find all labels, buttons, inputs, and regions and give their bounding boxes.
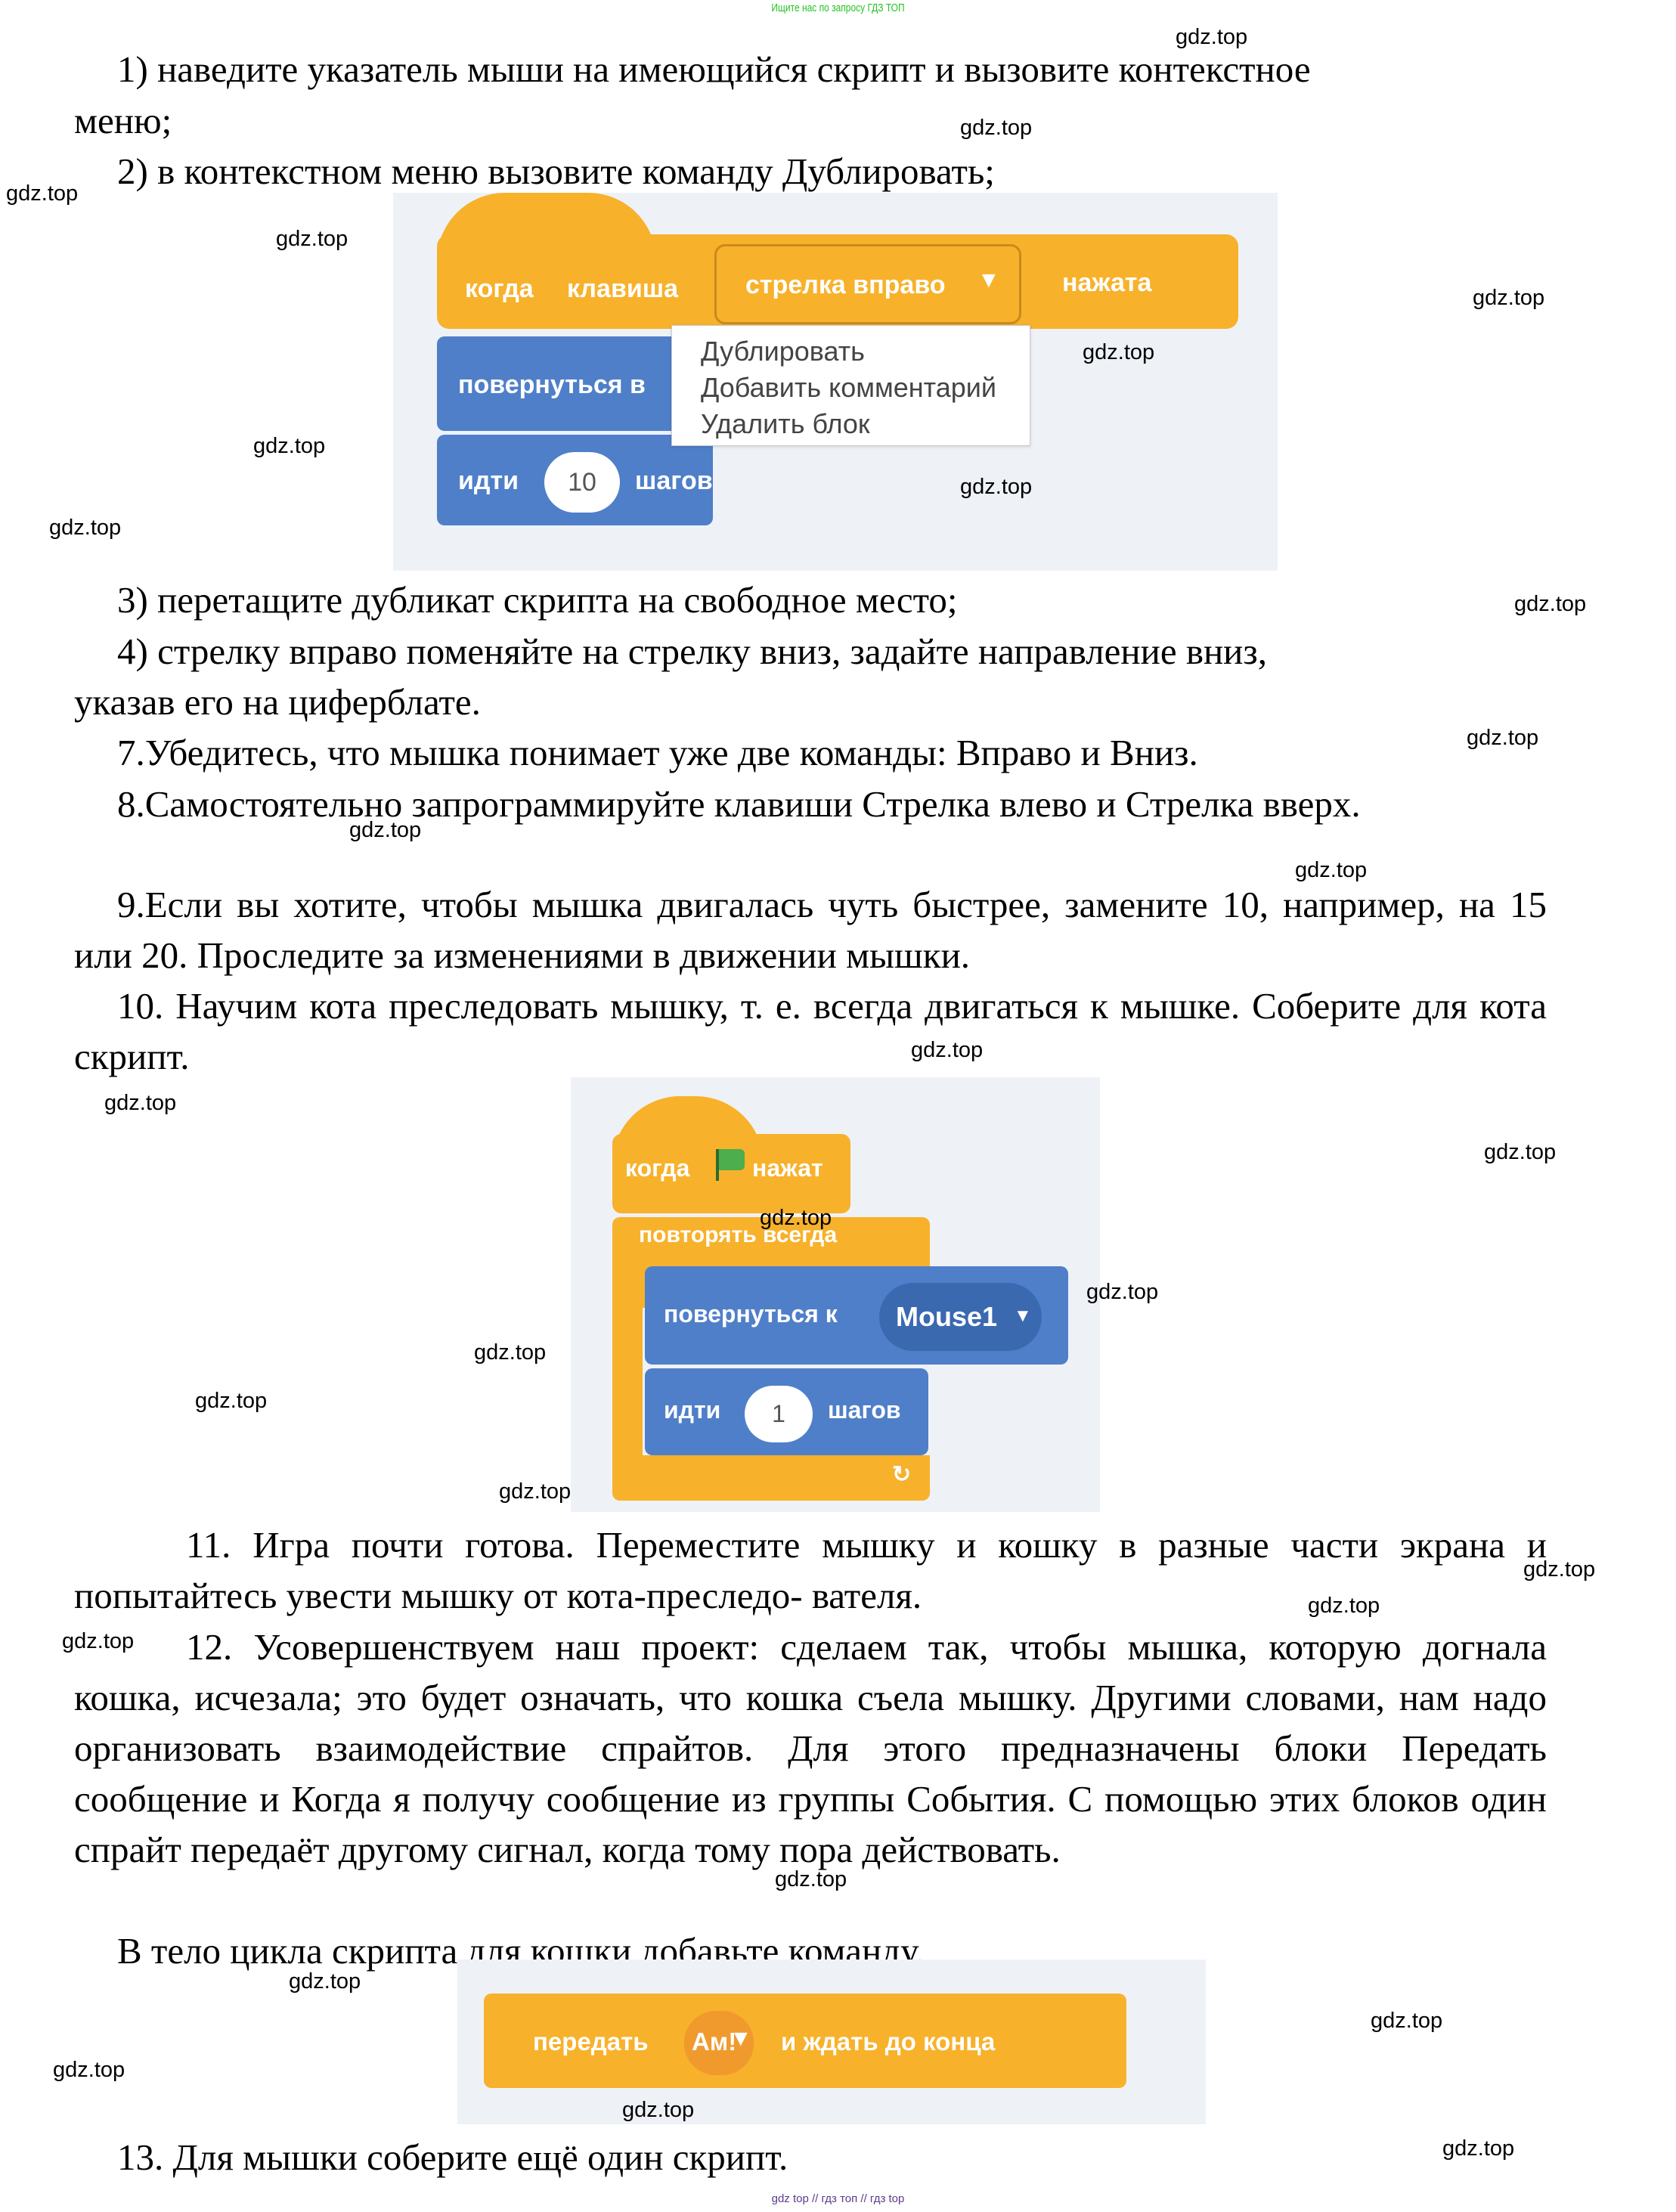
watermark: gdz.top [62,1629,135,1653]
step-2: 2) в контекстном меню вызовите команду Д… [117,150,995,192]
forever-arm [612,1304,643,1478]
step-9: 9.Если вы хотите, чтобы мышка двигалась … [74,884,1547,976]
hat-cap [437,193,656,261]
step-13: 13. Для мышки соберите ещё один скрипт. [117,2136,788,2178]
step-3: 3) перетащите дубликат скрипта на свобод… [117,579,958,621]
dropdown-arrow-icon: ▼ [730,2026,752,2051]
watermark: gdz.top [276,227,349,251]
wait-until-done-label: и ждать до конца [781,2028,996,2056]
watermark: gdz.top [499,1479,572,1504]
dropdown-arrow-icon: ▼ [1014,1306,1032,1326]
move-go-label-2: идти [664,1396,721,1424]
green-flag-icon [716,1149,745,1181]
watermark: gdz.top [1473,286,1545,310]
watermark: gdz.top [1295,858,1368,882]
message-dropdown-pill[interactable]: Ам! [684,2011,754,2075]
watermark: gdz.top [349,818,422,842]
figure-key-script: когда клавиша стрелка вправо ▼ нажата по… [393,193,1278,571]
move-steps-input[interactable]: 10 [544,452,620,513]
move-go-label: идти [458,466,519,495]
hat-block-flag-clicked[interactable] [612,1134,850,1213]
top-banner[interactable]: Ищите нас по запросу ГДЗ ТОП [771,2,905,14]
message-value: Ам! [692,2028,737,2056]
watermark: gdz.top [1176,25,1248,49]
key-dropdown-value: стрелка вправо [745,271,946,299]
menu-item-add-comment[interactable]: Добавить комментарий [701,372,997,403]
move-steps-label-2: шагов [828,1396,901,1424]
watermark: gdz.top [760,1206,832,1230]
figure-cat-script: когда нажат повторять всегда ↻ повернуть… [571,1077,1100,1512]
move-steps-label: шагов [635,466,713,495]
watermark: gdz.top [911,1038,984,1062]
step-8: 8.Самостоятельно запрограммируйте клавиш… [117,783,1361,825]
step-4-line-1: 4) стрелку вправо поменяйте на стрелку в… [117,630,1268,672]
step-1-line-2: меню; [74,100,172,141]
context-menu: Дублировать Добавить комментарий Удалить… [671,325,1030,446]
watermark: gdz.top [775,1867,847,1891]
step-12: 12. Усовершенствуем наш проект: сделаем … [74,1626,1547,1870]
forever-label: повторять всегда [639,1222,838,1247]
watermark: gdz.top [474,1340,547,1365]
watermark: gdz.top [195,1389,268,1413]
watermark: gdz.top [960,116,1033,140]
turn-label: повернуться в [458,370,646,399]
key-dropdown[interactable]: стрелка вправо ▼ [714,244,1021,324]
watermark: gdz.top [1083,340,1155,364]
step-10: 10. Научим кота преследовать мышку, т. е… [74,985,1547,1077]
watermark: gdz.top [289,1969,361,1994]
watermark: gdz.top [1308,1594,1380,1618]
watermark: gdz.top [1514,592,1587,616]
target-value: Mouse1 [896,1301,998,1332]
figure-broadcast-block: передать Ам! ▼ и ждать до конца [457,1960,1206,2124]
turn-towards-label: повернуться к [664,1300,838,1328]
menu-item-duplicate[interactable]: Дублировать [701,336,865,367]
step-1-line-1: 1) наведите указатель мыши на имеющийся … [117,48,1311,90]
menu-item-delete-block[interactable]: Удалить блок [701,408,870,439]
hat-when-label: когда [465,274,534,303]
move-steps-input-2[interactable]: 1 [745,1386,813,1442]
watermark: gdz.top [104,1091,177,1115]
watermark: gdz.top [253,434,326,458]
watermark: gdz.top [1523,1557,1596,1582]
broadcast-label: передать [533,2028,649,2056]
target-dropdown[interactable]: Mouse1 ▼ [879,1283,1042,1351]
footer-links[interactable]: gdz top // гдз топ // гдз top [771,2192,905,2205]
watermark: gdz.top [1371,2009,1443,2033]
flag-when-label: когда [625,1154,690,1182]
watermark: gdz.top [1484,1140,1557,1164]
forever-bottom [612,1455,930,1501]
hat-pressed-label: нажата [1062,268,1152,297]
watermark: gdz.top [53,2058,125,2082]
watermark: gdz.top [49,516,122,540]
broadcast-and-wait-block[interactable] [484,1994,1126,2088]
flag-pressed-label: нажат [752,1154,823,1182]
watermark: gdz.top [1467,726,1539,750]
step-4-line-2: указав его на циферблате. [74,681,481,723]
dropdown-arrow-icon: ▼ [977,268,1000,293]
watermark: gdz.top [1086,1280,1159,1304]
step-11: 11. Игра почти готова. Переместите мышку… [74,1524,1547,1616]
watermark: gdz.top [1442,2136,1515,2161]
step-7: 7.Убедитесь, что мышка понимает уже две … [117,732,1198,773]
watermark: gdz.top [622,2098,695,2122]
loop-arrow-icon: ↻ [892,1462,912,1487]
hat-key-label: клавиша [567,274,678,303]
watermark: gdz.top [6,181,79,206]
watermark: gdz.top [960,475,1033,499]
